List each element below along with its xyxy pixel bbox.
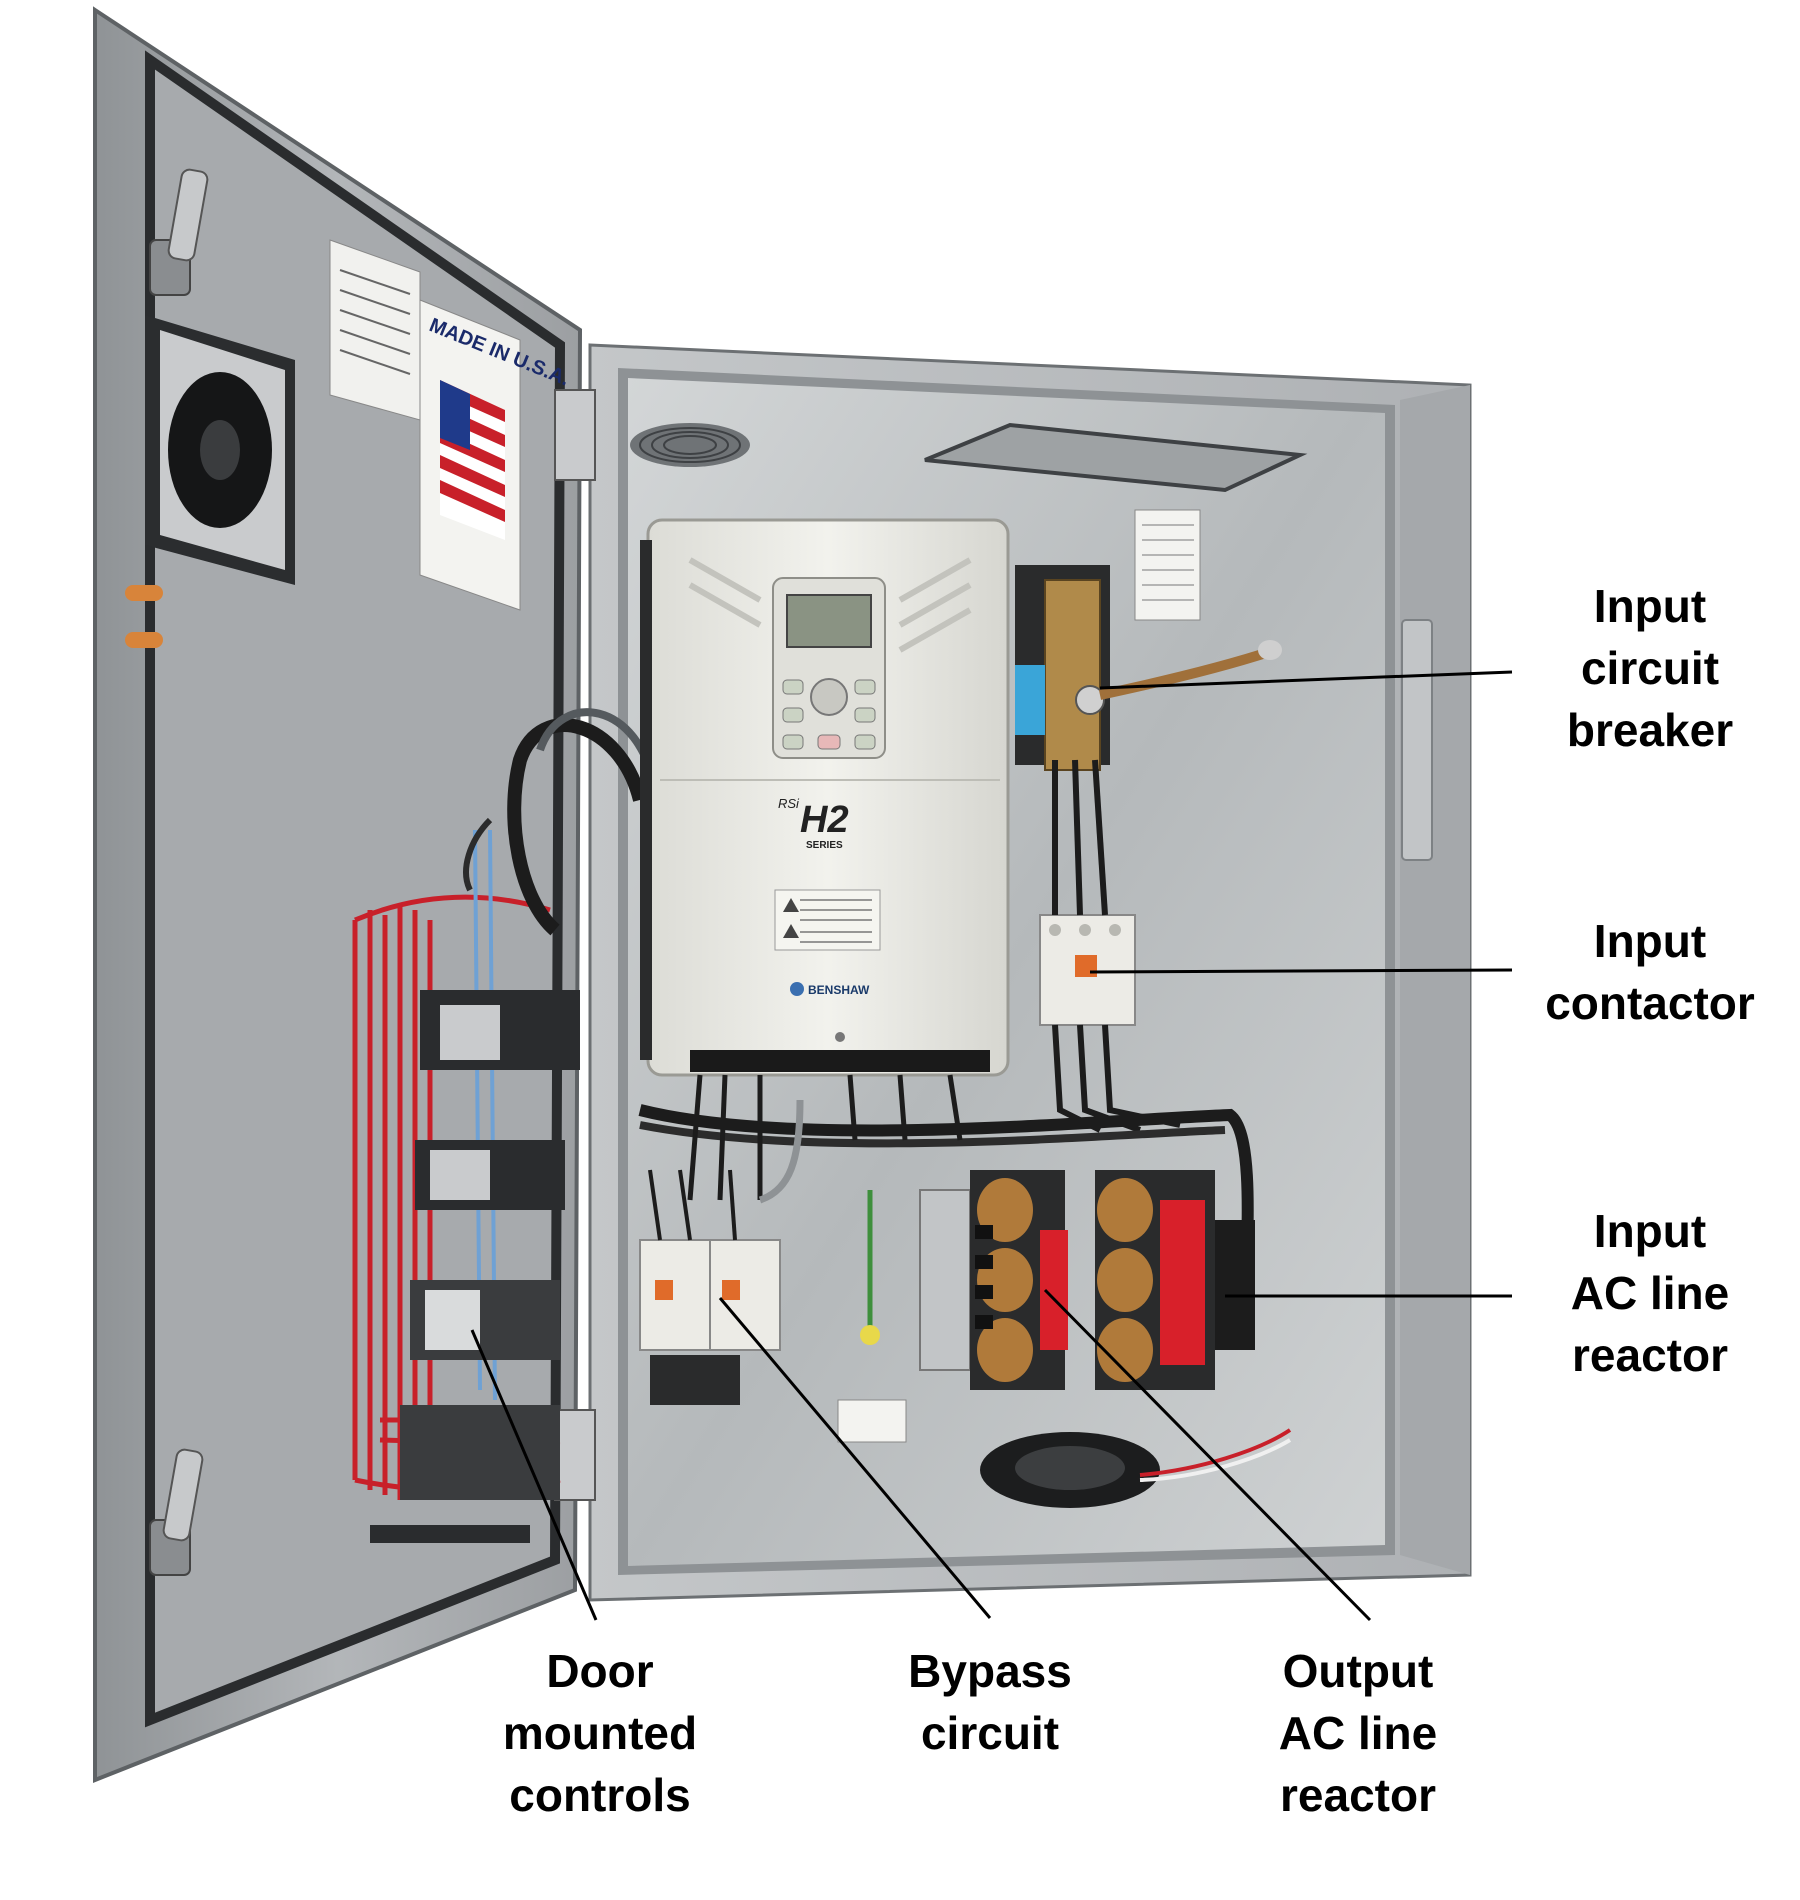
callout-line: circuit <box>1580 642 1720 694</box>
door-latch-plate <box>1401 619 1433 861</box>
top-vent <box>630 422 1308 493</box>
drive-model: H2 <box>800 799 849 841</box>
callout-line: contactor <box>1545 977 1755 1029</box>
callout-line: Bypass <box>908 1645 1072 1697</box>
callout-line: reactor <box>1280 1769 1436 1821</box>
leader-input-contactor <box>1089 968 1513 974</box>
benshaw-logo-icon <box>790 982 804 996</box>
callout-output-ac-line-reactor: Output AC line reactor <box>1208 1640 1508 1826</box>
input-ac-line-reactor <box>1095 1170 1255 1390</box>
callout-line: Output <box>1282 1645 1434 1697</box>
drive-brand-small: RSi <box>778 796 800 811</box>
leader-bypass-circuit <box>718 1297 992 1619</box>
drive-series: SERIES <box>806 840 843 851</box>
callout-input-circuit-breaker: Input circuit breaker <box>1500 575 1800 761</box>
us-flag <box>440 380 505 540</box>
callout-door-mounted-controls: Door mounted controls <box>450 1640 750 1826</box>
door-controls <box>352 829 580 1543</box>
leader-door-mounted-controls <box>470 1329 598 1621</box>
ground-label <box>837 1399 907 1443</box>
door-fan <box>145 315 295 585</box>
callout-line: Input <box>1593 580 1707 632</box>
callout-bypass-circuit: Bypass circuit <box>840 1640 1140 1764</box>
callout-line: Input <box>1593 915 1707 967</box>
callout-line: reactor <box>1572 1329 1728 1381</box>
callout-line: circuit <box>920 1707 1060 1759</box>
vfd-drive: RSi H2 SERIES BENSHAW <box>640 518 1010 1077</box>
callout-line: AC line <box>1278 1707 1438 1759</box>
callout-line: AC line <box>1570 1267 1730 1319</box>
leader-input-circuit-breaker <box>1099 670 1513 690</box>
output-ac-line-reactor <box>919 1170 1068 1390</box>
bottom-fan <box>980 1428 1292 1508</box>
drive-logo: BENSHAW <box>808 983 870 997</box>
schematic-label <box>1134 509 1201 621</box>
callout-line: controls <box>509 1769 691 1821</box>
door-labels: MADE IN U.S.A. <box>329 239 572 611</box>
callout-leaders <box>470 670 1513 1622</box>
callout-line: Door <box>546 1645 654 1697</box>
callout-input-ac-line-reactor: Input AC line reactor <box>1500 1200 1800 1386</box>
leader-output-ac-line-reactor <box>1043 1288 1372 1622</box>
callout-input-contactor: Input contactor <box>1500 910 1800 1034</box>
callout-line: mounted <box>502 1707 698 1759</box>
callout-line: breaker <box>1566 704 1734 756</box>
input-circuit-breaker <box>1015 509 1282 771</box>
callout-line: Input <box>1593 1205 1707 1257</box>
bypass-circuit <box>639 1169 907 1443</box>
drive-display <box>786 594 872 648</box>
horizontal-wire-bundle <box>638 1074 1254 1301</box>
